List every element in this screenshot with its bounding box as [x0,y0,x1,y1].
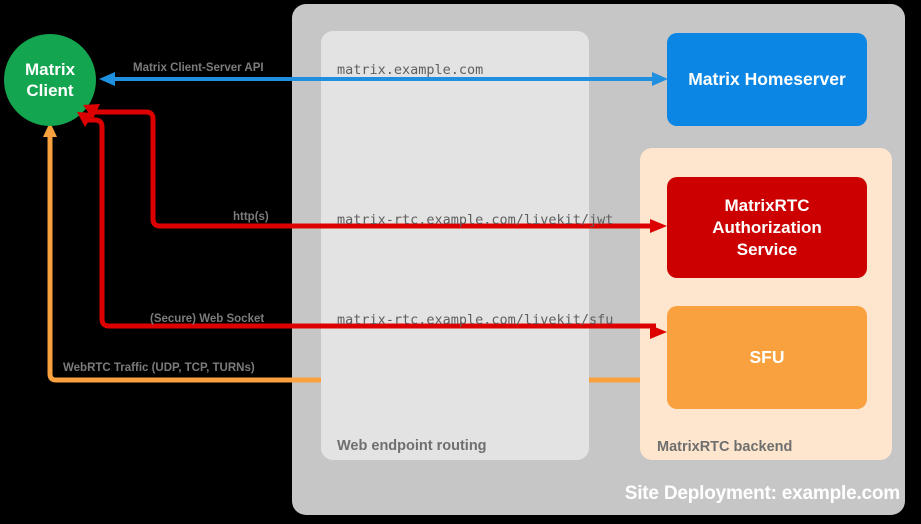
matrixrtc-auth-label-line3: Service [736,239,798,259]
node-sfu[interactable]: SFU [667,306,867,409]
node-matrixrtc-authorization-service[interactable]: MatrixRTC Authorization Service [667,177,867,278]
connection-https-jwt [83,104,667,233]
matrix-client-label-line1: Matrix [24,60,76,79]
connection-label-webrtc-traffic: WebRTC Traffic (UDP, TCP, TURNs) [63,362,255,374]
node-matrix-homeserver[interactable]: Matrix Homeserver [667,33,867,126]
endpoint-url-livekit-jwt: matrix-rtc.example.com/livekit/jwt [337,212,614,228]
connection-client-server-api [99,72,668,86]
node-matrix-client[interactable]: Matrix Client [4,34,96,126]
matrixrtc-auth-label-line2: Authorization [712,217,822,237]
connection-secure-web-socket [77,112,667,339]
connection-label-secure-web-socket: (Secure) Web Socket [150,313,265,325]
endpoint-url-matrix: matrix.example.com [337,62,484,78]
matrix-client-label-line2: Client [26,81,74,100]
matrixrtc-auth-label-line1: MatrixRTC [724,195,810,215]
endpoint-url-livekit-sfu: matrix-rtc.example.com/livekit/sfu [337,312,614,328]
web-endpoint-routing-label: Web endpoint routing [337,438,487,454]
web-endpoint-routing-container [321,31,589,460]
site-deployment-label: Site Deployment: example.com [624,483,900,504]
matrixrtc-backend-label: MatrixRTC backend [657,439,793,455]
connection-label-https: http(s) [233,211,269,223]
sfu-label: SFU [749,347,785,367]
matrix-homeserver-label: Matrix Homeserver [688,69,846,89]
connection-label-client-server-api: Matrix Client-Server API [133,62,264,74]
